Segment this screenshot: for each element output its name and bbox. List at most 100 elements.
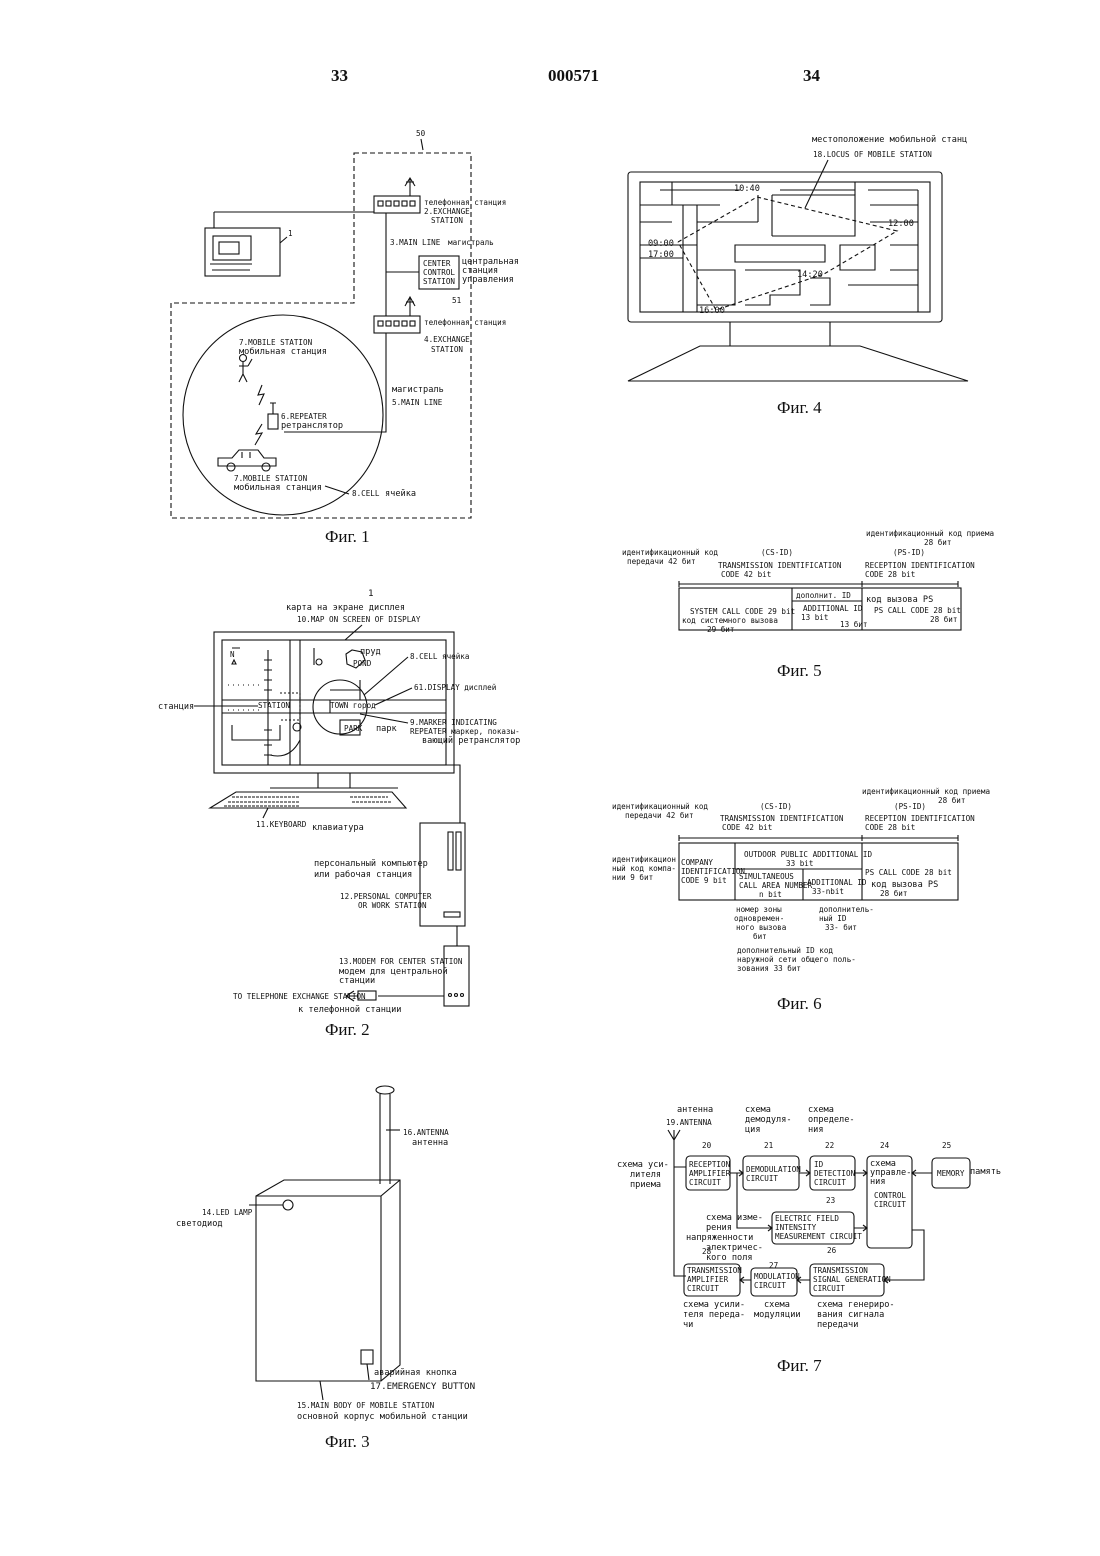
fig5-tx-1: TRANSMISSION IDENTIFICATION (718, 561, 842, 570)
fig2-park-ru: парк (376, 724, 398, 734)
fig5-tx-ru-2: передачи 42 бит (627, 557, 696, 566)
fig5-ps-id: (PS-ID) (893, 548, 925, 557)
fig6-addid-ru-1: дополнитель- (819, 905, 874, 914)
fig6-cs-id: (CS-ID) (760, 802, 792, 811)
fig5-additional-1: дополнит. ID (796, 591, 851, 600)
fig7-field-2: INTENSITY (775, 1223, 817, 1232)
fig5-system-call-2: код системного вызова (682, 616, 778, 625)
fig6-rx-1: RECEPTION IDENTIFICATION (865, 814, 975, 823)
fig2-keyboard-ru: клавиатура (312, 823, 364, 833)
fig5-additional-3: 13 bit (801, 613, 828, 622)
fig4-time-1600: 16:00 (699, 306, 725, 316)
fig7-tx-amp-ru-3: чи (683, 1320, 693, 1330)
fig5-tx-2: CODE 42 bit (721, 570, 771, 579)
fig6-simultaneous-3: n bit (759, 890, 782, 899)
fig7-mod-ru-2: модуляции (754, 1310, 801, 1320)
fig2-keyboard: 11.KEYBOARD (256, 820, 307, 829)
fig1-mobile7a: 7.MOBILE STATION (239, 338, 313, 347)
fig7-txgen-2: SIGNAL GENERATION (813, 1275, 891, 1284)
fig6-tx-2: CODE 42 bit (722, 823, 772, 832)
fig7-n20: 20 (702, 1141, 712, 1150)
fig6-tx-1: TRANSMISSION IDENTIFICATION (720, 814, 844, 823)
fig1-ref-1: 1 (288, 229, 293, 238)
fig4-time-1040: 10:40 (734, 184, 760, 194)
fig7-txgen-3: CIRCUIT (813, 1284, 845, 1293)
fig2-cell: 8.CELL ячейка (410, 652, 469, 661)
terminal-computer (205, 212, 374, 276)
fig7-id-det-1: ID (814, 1160, 824, 1169)
fig7-memory: MEMORY (937, 1169, 965, 1178)
fig7-n25: 25 (942, 1141, 951, 1150)
fig7-control-ru-3: ния (870, 1177, 886, 1187)
fig7-txgen-ru-2: вания сигнала (817, 1310, 884, 1320)
fig6-company-ru-3: нии 9 бит (612, 873, 653, 882)
fig7-demod-1: DEMODULATION (746, 1165, 801, 1174)
fig2-compass: N (230, 650, 235, 659)
figure-7: антенна 19.ANTENNA 20 21 22 23 24 25 26 … (617, 1105, 1001, 1330)
fig1-center-3: STATION (423, 277, 455, 286)
fig7-tx-amp-ru-2: теля переда- (683, 1310, 745, 1320)
fig2-ref-1: 1 (368, 588, 374, 599)
figure-5-caption: Фиг. 5 (777, 661, 822, 681)
fig5-additional-4: 13 бит (840, 620, 867, 629)
fig7-rx-amp-ru-2: лителя (630, 1170, 661, 1180)
led-lamp-14 (283, 1200, 293, 1210)
fig7-mod-1: MODULATION (754, 1272, 800, 1281)
fig7-control-2: CIRCUIT (874, 1200, 906, 1209)
fig6-zone-ru-4: бит (753, 932, 767, 941)
fig2-pc-ru-1: персональный компьютер (314, 859, 428, 869)
fig7-rx-amp-2: AMPLIFIER (689, 1169, 731, 1178)
fig2-pond-ru: пруд (360, 647, 381, 657)
fig6-outdoor-1: OUTDOOR PUBLIC ADDITIONAL ID (744, 850, 872, 859)
radio-link-icon (258, 385, 264, 405)
fig7-id-det-3: CIRCUIT (814, 1178, 846, 1187)
fig2-to-exchange-ru: к телефонной станции (298, 1005, 401, 1015)
figure-1: 50 телефонная станция 2.EXCHANGE STATION… (171, 129, 519, 518)
fig7-mod-2: CIRCUIT (754, 1281, 786, 1290)
fig6-company-ru-2: ный код компа- (612, 864, 676, 873)
fig7-id-det-2: DETECTION (814, 1169, 856, 1178)
fig4-time-1700: 17:00 (648, 250, 674, 260)
fig1-exchange1-label2: STATION (431, 216, 463, 225)
fig7-n26: 26 (827, 1246, 837, 1255)
fig7-field-ru-2: рения (706, 1223, 732, 1233)
figure-3-caption: Фиг. 3 (325, 1432, 370, 1452)
fig7-demod-ru-3: ция (745, 1125, 761, 1135)
fig7-field-ru-3: напряженности (686, 1233, 753, 1243)
fig6-tx-ru-2: передачи 42 бит (625, 811, 694, 820)
repeater-6-icon (268, 403, 278, 429)
fig7-n27: 27 (769, 1261, 778, 1270)
fig1-main-line5: 5.MAIN LINE (392, 398, 443, 407)
emergency-button-17 (361, 1350, 373, 1364)
modem-13 (444, 946, 469, 1006)
fig1-center-1: CENTER (423, 259, 451, 268)
fig6-additional-2: 33-nbit (812, 887, 844, 896)
fig7-demod-2: CIRCUIT (746, 1174, 778, 1183)
fig3-antenna: 16.ANTENNA (403, 1128, 449, 1137)
fig7-antenna: 19.ANTENNA (666, 1118, 712, 1127)
mobile-locus-path (678, 197, 897, 310)
fig7-field-ru-5: кого поля (706, 1253, 753, 1263)
fig5-ps-call-3: 28 бит (930, 615, 957, 624)
fig2-modem-1: 13.MODEM FOR CENTER STATION (339, 957, 463, 966)
fig2-pc-ru-2: или рабочая станция (314, 869, 412, 880)
fig6-rx-2: CODE 28 bit (865, 823, 915, 832)
fig2-station-ru: станция (158, 702, 194, 712)
fig1-exchange2-ru: телефонная станция (424, 318, 506, 327)
fig7-tx-amp-1: TRANSMISSION (687, 1266, 742, 1275)
antenna-19 (668, 1130, 686, 1276)
fig2-display: 61.DISPLAY дисплей (414, 683, 496, 692)
fig6-rx-ru-1: идентификационный код приема (862, 787, 990, 796)
fig5-ps-call-1: код вызова PS (866, 595, 933, 605)
fig5-rx-ru-1: идентификационный код приема (866, 529, 994, 538)
fig1-repeater: 6.REPEATER (281, 412, 327, 421)
fig7-detect-ru-2: определе- (808, 1115, 855, 1125)
fig6-zone-ru-1: номер зоны (736, 905, 782, 914)
fig6-company-2: IDENTIFICATION (681, 867, 745, 876)
fig1-center-2: CONTROL (423, 268, 455, 277)
fig6-outdoor-2: 33 bit (786, 859, 813, 868)
keyboard-11 (210, 792, 406, 808)
fig6-ps-call-1: PS CALL CODE 28 bit (865, 868, 952, 877)
fig6-company-1: COMPANY (681, 858, 713, 867)
